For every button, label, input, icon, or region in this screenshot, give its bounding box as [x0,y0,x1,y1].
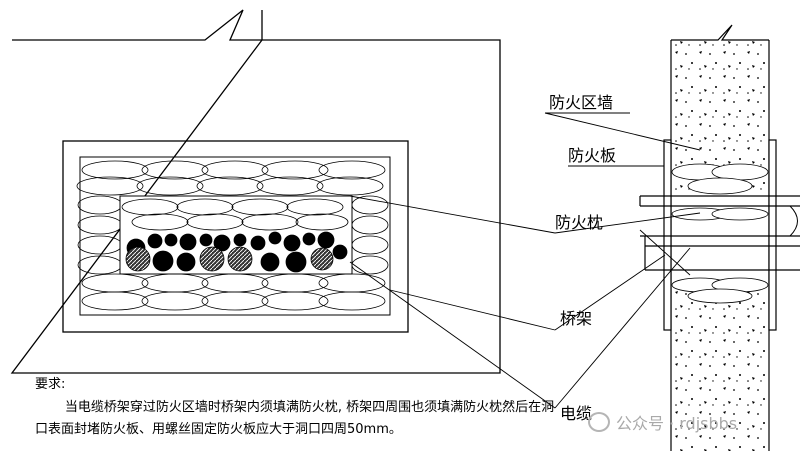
wall-section [670,24,770,451]
wall-outline [10,9,501,374]
fire-board-frame [62,140,409,333]
tray-section [639,195,800,271]
leader-lines [349,112,701,409]
requirements-body: 当电缆桥架穿过防火区墙时桥架内须填满防火枕, 桥架四周围也须填满防火枕然后在洞口… [35,400,555,437]
requirements-title: 要求: [35,377,66,392]
label-fire-pillow: 防火枕 [555,213,604,232]
wechat-icon [588,412,610,432]
fire-pillows-outer [76,160,389,311]
fire-board-section [663,139,777,331]
label-tray: 桥架 [560,309,593,328]
label-cable: 电缆 [560,404,593,423]
watermark-text: 公众号 · rdjsbbs [616,414,738,433]
cables [125,231,348,273]
watermark: 公众号 · rdjsbbs [588,410,737,434]
section-pillows [671,163,769,304]
label-fire-wall: 防火区墙 [549,93,614,112]
opening [79,156,391,316]
fire-pillows-inner [121,198,349,231]
label-fire-board: 防火板 [568,146,617,165]
